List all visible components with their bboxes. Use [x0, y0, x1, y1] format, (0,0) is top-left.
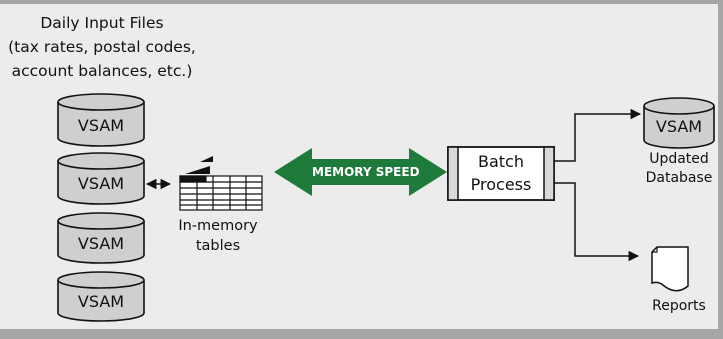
vsam-label-2: VSAM [77, 174, 125, 193]
database-label-line1: Updated [649, 151, 709, 167]
panel-bottom-border [0, 329, 723, 339]
vsam-cylinder-output [643, 97, 715, 149]
panel-top-border [0, 0, 723, 4]
vsam-label-4: VSAM [77, 292, 125, 311]
vsam-cylinder-2 [57, 152, 145, 205]
database-label-line2: Database [645, 170, 713, 186]
batch-to-database-connector [554, 108, 642, 162]
vsam-label-3: VSAM [77, 234, 125, 253]
input-files-subtitle-line2: account balances, etc.) [11, 62, 193, 80]
batch-to-reports-connector [554, 182, 640, 262]
batch-process-box [447, 146, 555, 201]
batch-label-line1: Batch [478, 152, 524, 171]
input-files-title: Daily Input Files [40, 14, 164, 32]
vsam-cylinder-4 [57, 271, 145, 322]
tables-label-line1: In-memory [178, 218, 258, 234]
in-memory-tables-icon [179, 156, 263, 211]
panel-right-border [718, 0, 723, 339]
memory-speed-label: MEMORY SPEED [312, 165, 420, 179]
vsam-cylinder-3 [57, 212, 145, 264]
reports-label: Reports [652, 298, 706, 314]
vsam-cylinder-1 [57, 93, 145, 147]
vsam-output-label: VSAM [655, 117, 703, 136]
batch-label-line2: Process [470, 175, 532, 194]
report-document-fold [652, 247, 658, 253]
memory-speed-arrow [274, 148, 447, 196]
tables-label-line2: tables [195, 238, 241, 254]
input-files-subtitle-line1: (tax rates, postal codes, [8, 38, 196, 56]
vsam-label-1: VSAM [77, 116, 125, 135]
report-document-icon [651, 246, 689, 292]
